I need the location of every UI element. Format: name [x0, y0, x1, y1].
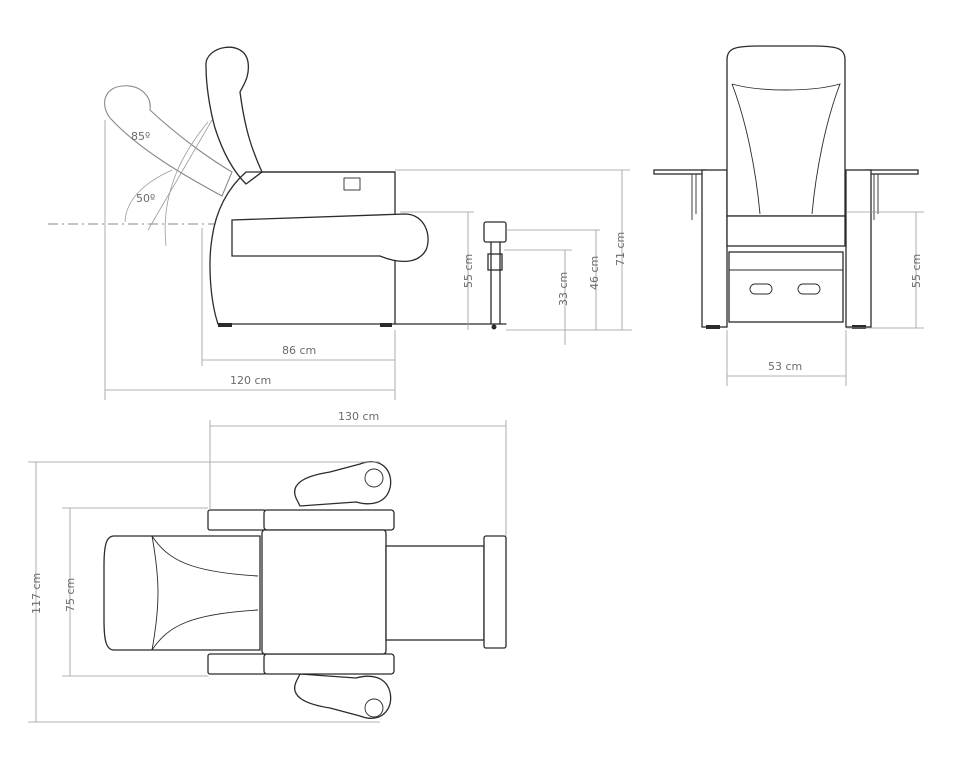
chair-body-outline: [209, 171, 396, 325]
front-seat: [726, 215, 846, 247]
right-tray: [865, 169, 919, 175]
dim-label-stool-min: 33 cm: [557, 272, 570, 306]
top-stool-end: [483, 535, 507, 649]
top-arm-right-upper: [263, 509, 395, 531]
angle-arc-85: [164, 121, 209, 247]
angle-arc-50: [124, 169, 173, 223]
backrest-headrest-shape: [731, 83, 841, 215]
foot-button-left: [749, 283, 773, 295]
top-tray-lower: [294, 673, 392, 719]
top-arm-left-upper: [207, 509, 267, 531]
tray-bracket: [343, 177, 361, 191]
top-tray-upper: [294, 461, 392, 507]
dim-label-total-height: 71 cm: [614, 232, 627, 266]
stool-seat: [483, 221, 507, 243]
angle-label-85: 85º: [131, 130, 150, 143]
dim-label-front-width: 53 cm: [768, 360, 802, 373]
dim-label-front-seat-height: 55 cm: [910, 254, 923, 288]
chair-foot-front: [218, 323, 232, 327]
angle-label-50: 50º: [136, 192, 155, 205]
seat-cushion: [231, 213, 429, 262]
front-view: 55 cm 53 cm: [653, 45, 924, 386]
top-arm-right-lower: [263, 653, 395, 675]
dim-label-seat-depth: 86 cm: [282, 344, 316, 357]
recline-line: [147, 119, 213, 231]
top-view: 130 cm 117 cm 75 cm: [28, 410, 507, 723]
foot-button-right: [797, 283, 821, 295]
dim-label-stool-max: 46 cm: [588, 256, 601, 290]
backrest-outline: [205, 46, 263, 185]
left-armrest: [701, 169, 728, 328]
dim-label-total-depth: 120 cm: [230, 374, 271, 387]
dim-label-seat-height: 55 cm: [462, 254, 475, 288]
dim-label-top-width: 117 cm: [30, 573, 43, 614]
top-seat: [261, 529, 387, 655]
reclined-backrest-outline: [104, 85, 233, 197]
left-tray: [653, 169, 707, 175]
dim-label-top-length: 130 cm: [338, 410, 379, 423]
top-legrest: [103, 535, 261, 651]
top-stool-bar: [385, 545, 485, 641]
chair-foot-back: [380, 323, 392, 327]
side-view: 85º 50º 55 cm 33 cm 46 cm: [48, 46, 632, 400]
front-backrest: [726, 45, 846, 217]
top-arm-left-lower: [207, 653, 267, 675]
front-footrest: [728, 251, 844, 323]
right-armrest: [845, 169, 872, 328]
dim-label-top-seat-width: 75 cm: [64, 578, 77, 612]
stool-wheel: [491, 324, 497, 330]
